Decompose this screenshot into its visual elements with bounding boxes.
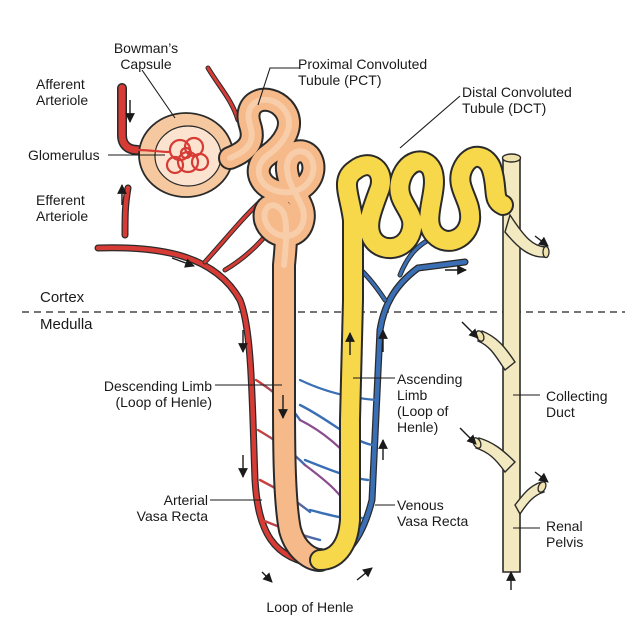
leader-lines — [108, 67, 540, 529]
afferent-arteriole — [117, 83, 143, 155]
label-line: Vasa Recta — [397, 513, 469, 529]
label-line: (Loop of Henle) — [115, 394, 212, 410]
collecting-duct — [472, 153, 550, 573]
glomerulus — [137, 136, 210, 175]
label-line: Afferent — [36, 76, 85, 92]
label-loop-of-henle: Loop of Henle — [240, 599, 380, 615]
label-line: Proximal Convoluted — [298, 56, 428, 72]
label-efferent-arteriole: Efferent Arteriole — [36, 192, 88, 224]
label-line: Ascending — [397, 371, 463, 387]
label-line: Bowman’s — [113, 40, 179, 56]
label-renal-pelvis: Renal Pelvis — [546, 518, 583, 550]
label-line: Tubule (PCT) — [298, 72, 382, 88]
label-line: Tubule (DCT) — [462, 100, 547, 116]
label-ascending-limb: Ascending Limb (Loop of Henle) — [397, 371, 462, 435]
distal-convoluted-tubule — [309, 145, 514, 571]
label-line: Collecting — [546, 388, 608, 404]
label-line: Descending Limb — [103, 378, 212, 394]
label-dct: Distal Convoluted Tubule (DCT) — [462, 84, 572, 116]
label-line: Capsule — [120, 56, 172, 72]
label-line: Glomerulus — [28, 147, 100, 163]
label-line: Cortex — [40, 289, 85, 306]
label-line: Arteriole — [36, 92, 89, 108]
label-line: Distal Convoluted — [462, 84, 572, 100]
flow-arrows — [117, 100, 549, 590]
label-venous-vasa-recta: Venous Vasa Recta — [397, 497, 468, 529]
label-pct: Proximal Convoluted Tubule (PCT) — [298, 56, 427, 88]
label-collecting-duct: Collecting Duct — [546, 388, 607, 420]
label-line: Venous — [397, 497, 444, 513]
label-line: Arteriole — [36, 208, 89, 224]
label-line: Renal — [546, 518, 583, 534]
label-afferent-arteriole: Afferent Arteriole — [36, 76, 88, 108]
label-line: Arterial — [163, 492, 208, 508]
label-line: (Loop of — [397, 403, 449, 419]
label-descending-limb: Descending Limb (Loop of Henle) — [90, 378, 212, 410]
label-line: Loop of Henle — [266, 599, 354, 615]
label-line: Vasa Recta — [136, 508, 208, 524]
label-line: Pelvis — [546, 534, 584, 550]
label-line: Duct — [546, 404, 575, 420]
label-cortex: Cortex — [40, 290, 84, 306]
label-line: Efferent — [36, 192, 85, 208]
label-bowmans-capsule: Bowman’s Capsule — [96, 40, 196, 72]
label-glomerulus: Glomerulus — [28, 147, 100, 163]
label-line: Medulla — [40, 316, 93, 333]
label-line: Limb — [397, 387, 428, 403]
label-line: Henle) — [397, 419, 439, 435]
label-medulla: Medulla — [40, 317, 93, 333]
label-arterial-vasa-recta: Arterial Vasa Recta — [118, 492, 208, 524]
